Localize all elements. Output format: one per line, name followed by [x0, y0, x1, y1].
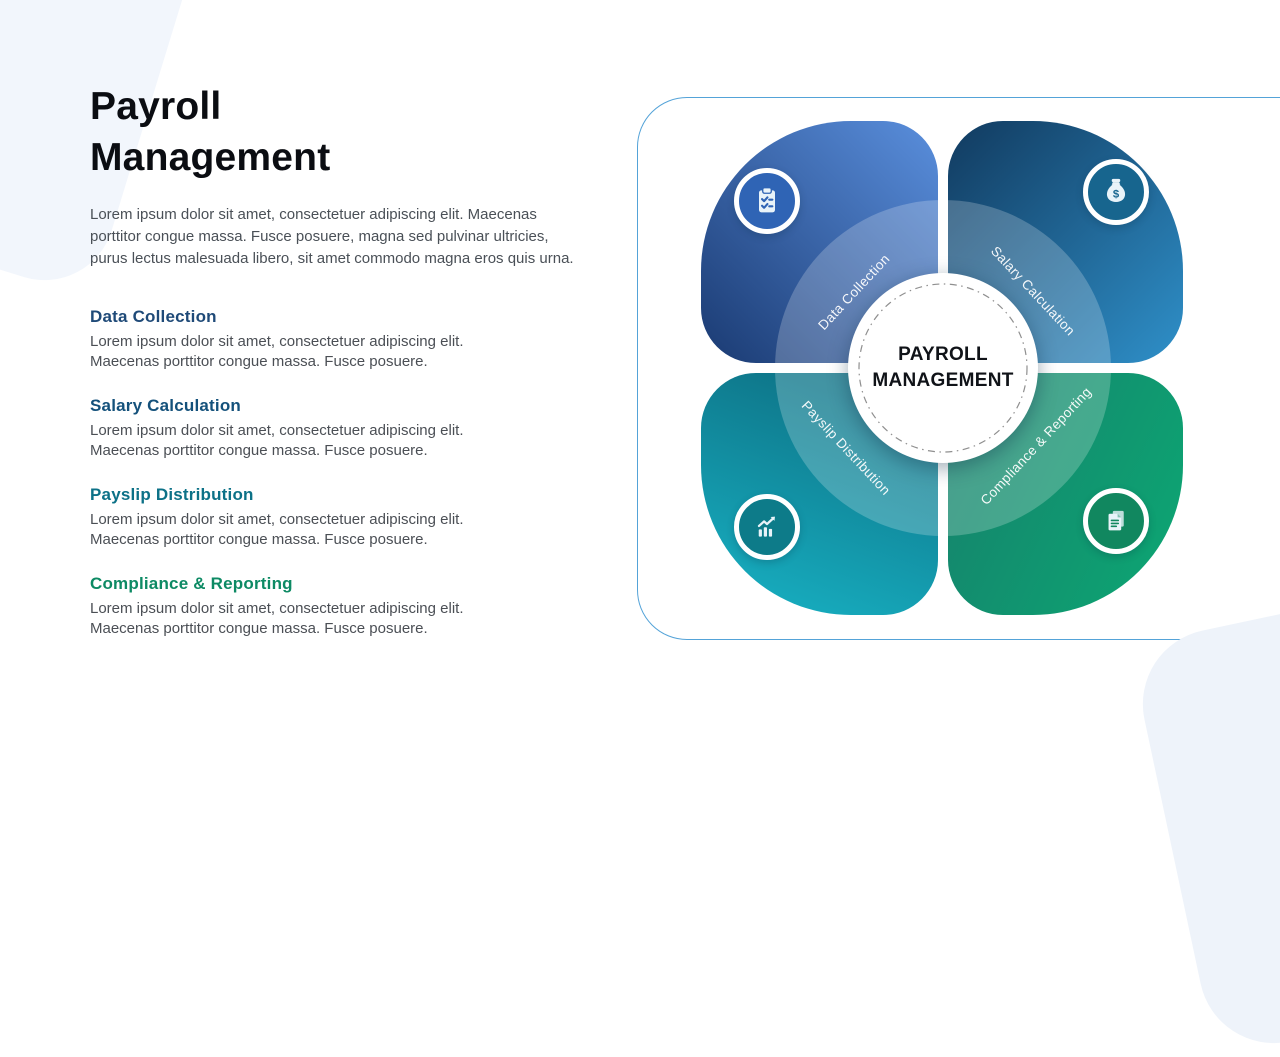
growth-chart-glyph [757, 516, 775, 537]
section-compliance-reporting: Compliance & Reporting Lorem ipsum dolor… [90, 573, 620, 639]
diagram-center-circle: PAYROLL MANAGEMENT [848, 273, 1038, 463]
clipboard-checklist-glyph [759, 187, 775, 213]
growth-chart-icon [734, 494, 800, 560]
section-salary-calculation: Salary Calculation Lorem ipsum dolor sit… [90, 395, 620, 461]
section-heading: Data Collection [90, 306, 217, 326]
diagram-center-label: PAYROLL MANAGEMENT [872, 344, 1014, 391]
section-body: Lorem ipsum dolor sit amet, consectetuer… [90, 599, 464, 637]
report-document-glyph [1108, 510, 1124, 531]
section-heading: Salary Calculation [90, 395, 241, 415]
diagram-card: Data Collection Salary Calculation Paysl… [637, 97, 1280, 640]
money-bag-icon: $ [1083, 159, 1149, 225]
page-title: Payroll Management [90, 85, 331, 179]
text-column: Payroll Management Lorem ipsum dolor sit… [90, 82, 620, 662]
section-body: Lorem ipsum dolor sit amet, consectetuer… [90, 510, 464, 548]
svg-text:$: $ [1113, 188, 1120, 200]
section-data-collection: Data Collection Lorem ipsum dolor sit am… [90, 306, 620, 372]
dash-dot-ring [858, 283, 1028, 453]
money-bag-glyph: $ [1106, 178, 1126, 202]
section-list: Data Collection Lorem ipsum dolor sit am… [90, 306, 620, 639]
section-body: Lorem ipsum dolor sit amet, consectetuer… [90, 332, 464, 370]
section-heading: Payslip Distribution [90, 484, 254, 504]
section-heading: Compliance & Reporting [90, 573, 293, 593]
report-document-icon [1083, 488, 1149, 554]
intro-paragraph: Lorem ipsum dolor sit amet, consectetuer… [90, 206, 574, 268]
section-payslip-distribution: Payslip Distribution Lorem ipsum dolor s… [90, 484, 620, 550]
section-body: Lorem ipsum dolor sit amet, consectetuer… [90, 421, 464, 459]
clipboard-checklist-icon [734, 168, 800, 234]
